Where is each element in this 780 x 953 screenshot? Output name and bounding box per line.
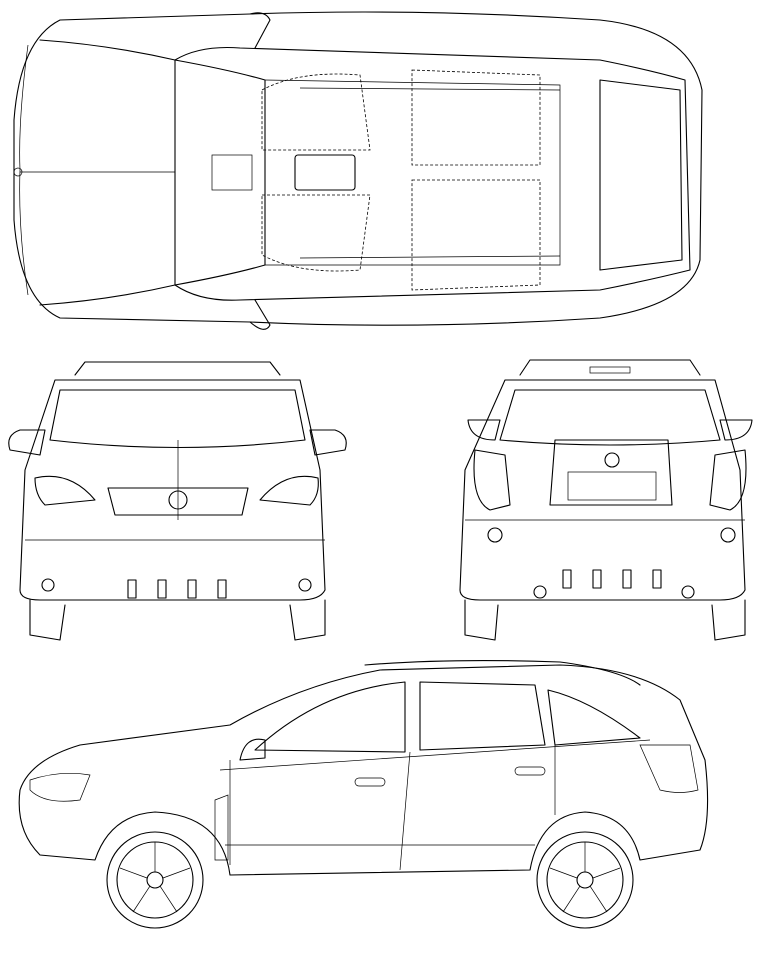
front-view [8,361,347,641]
rear-view [459,359,753,641]
top-view [13,11,703,330]
side-view [18,659,709,929]
